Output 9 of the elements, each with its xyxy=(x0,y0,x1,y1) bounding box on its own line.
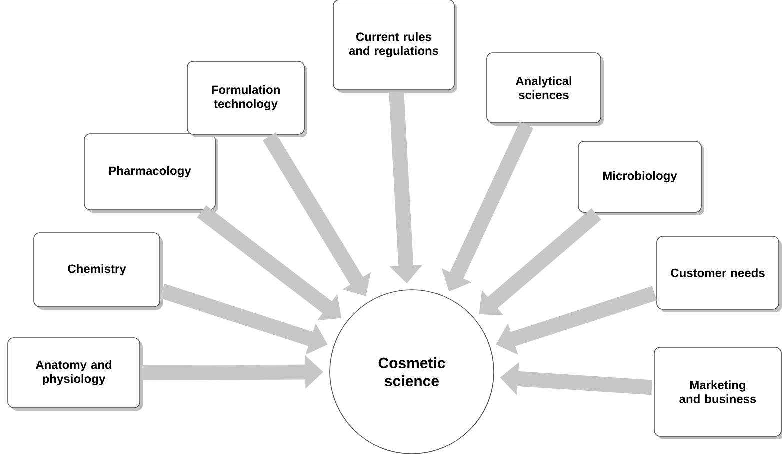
topic-box: Pharmacology xyxy=(84,134,216,210)
topic-box: Formulation technology xyxy=(187,61,305,135)
topic-box: Marketing and business xyxy=(654,347,782,437)
topic-box: Analytical sciences xyxy=(486,52,602,124)
topic-box: Anatomy and physiology xyxy=(8,338,140,408)
topic-box: Microbiology xyxy=(578,141,702,213)
topic-box: Current rules and regulations xyxy=(333,0,455,90)
topic-box: Customer needs xyxy=(656,236,780,310)
topic-box: Chemistry xyxy=(34,232,160,308)
